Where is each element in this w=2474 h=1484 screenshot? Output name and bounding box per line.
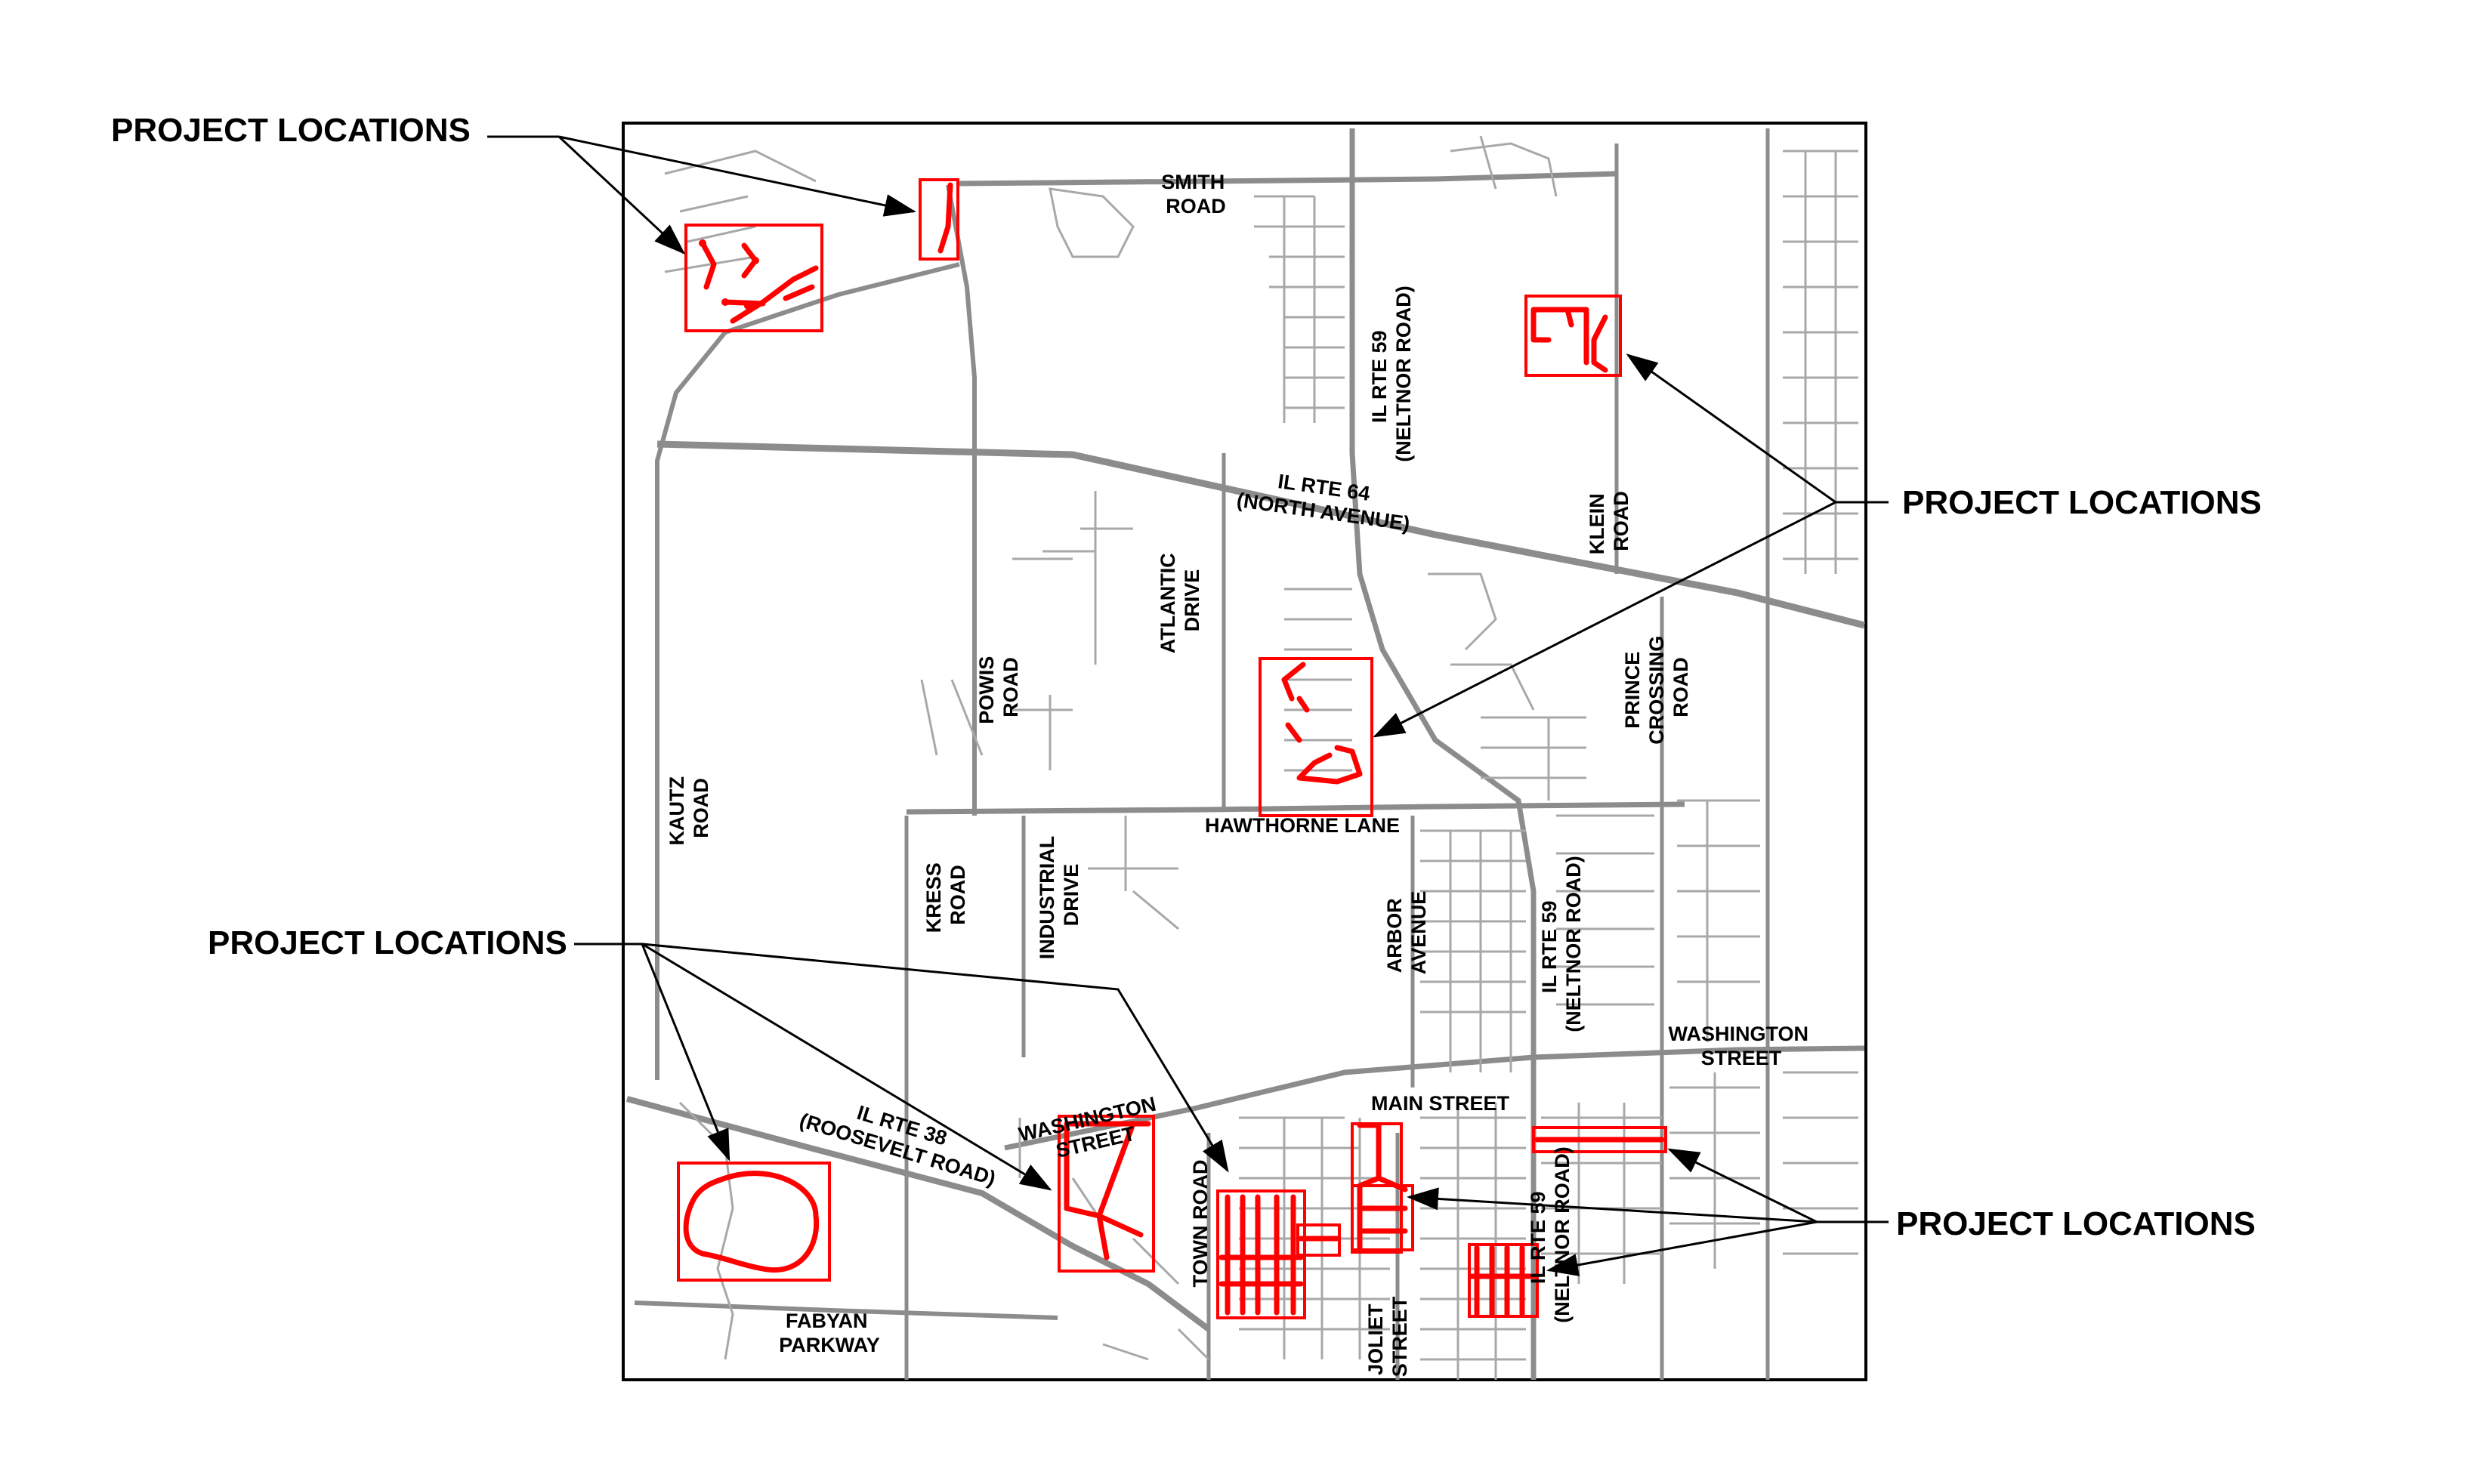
project-box-nw-subdivision (684, 224, 823, 332)
svg-text:PRINCE CROSSING: PRINCE CROSSING ROAD (1621, 630, 1692, 745)
project-box-atlantic-drive (1259, 657, 1373, 817)
street-label-industrial-drive: INDUSTRIAL DRIVE (1036, 831, 1083, 960)
svg-text:ARBOR AVENUE: ARBOR AVENUE (1383, 891, 1430, 975)
street-label-arbor-avenue: ARBOR AVENUE (1383, 891, 1430, 975)
street-label-powis-road: POWIS ROAD (975, 650, 1022, 724)
callout-label-nw: PROJECT LOCATIONS (111, 112, 471, 149)
street-label-klein-road: KLEIN ROAD (1586, 488, 1632, 555)
project-box-fabyan-loop (677, 1162, 831, 1282)
street-label-il-rte-59-mid: IL RTE 59 (NELTNOR ROAD) (1538, 856, 1585, 1032)
road-smith (959, 171, 1617, 187)
street-label-joliet-street: JOLIET STREET (1364, 1296, 1411, 1377)
street-label-hawthorne-lane: HAWTHORNE LANE (1205, 814, 1400, 837)
street-label-fabyan-parkway: FABYAN PARKWAY (779, 1310, 880, 1356)
svg-text:IL RTE 59 (NELTNOR ROA: IL RTE 59 (NELTNOR ROAD) (1538, 856, 1585, 1032)
street-label-town-road: TOWN ROAD (1189, 1160, 1212, 1288)
svg-text:ATLANTIC DRIVE: ATLANTIC DRIVE (1157, 548, 1203, 654)
road-network (625, 128, 1866, 1380)
svg-text:INDUSTRIAL DRIVE: INDUSTRIAL DRIVE (1036, 831, 1083, 960)
svg-text:TOWN ROAD: TOWN ROAD (1189, 1160, 1212, 1288)
callout-label-ne: PROJECT LOCATIONS (1902, 484, 2262, 521)
callout-labels: PROJECT LOCATIONS PROJECT LOCATIONS PROJ… (111, 112, 2262, 1242)
minor-streets (664, 135, 1858, 1380)
project-box-joliet-street (1468, 1243, 1539, 1318)
svg-text:JOLIET STREET: JOLIET STREET (1364, 1296, 1411, 1377)
road-kautz (655, 262, 960, 1080)
road-main-street (1004, 1045, 1865, 1151)
project-box-smith-road (919, 178, 959, 261)
project-box-small-block (1296, 1223, 1341, 1257)
project-locations (677, 178, 1667, 1319)
street-label-il-rte-59-north: IL RTE 59 (NELTNOR ROAD) (1368, 285, 1415, 461)
svg-text:POWIS ROAD: POWIS ROAD (975, 650, 1022, 724)
street-label-washington-street-east: WASHINGTON STREET (1668, 1023, 1814, 1069)
svg-text:IL RTE 59 (NELTNOR ROA: IL RTE 59 (NELTNOR ROAD) (1368, 285, 1415, 461)
callout-label-se: PROJECT LOCATIONS (1896, 1205, 2256, 1242)
project-box-klein-road (1524, 295, 1622, 377)
svg-text:KRESS ROAD: KRESS ROAD (922, 857, 969, 933)
street-label-prince-crossing-road: PRINCE CROSSING ROAD (1621, 630, 1692, 745)
street-labels: SMITH ROAD IL RTE 59 (NELTNOR ROAD) IL R… (666, 171, 1814, 1377)
street-label-kress-road: KRESS ROAD (922, 857, 969, 933)
project-box-washington-east (1532, 1126, 1667, 1153)
street-label-il-rte-59-south: IL RTE 59 (NELTNOR ROAD) (1527, 1146, 1574, 1322)
road-fabyan (634, 1300, 1058, 1320)
road-il-rte-59 (1349, 128, 1537, 1380)
street-label-main-street: MAIN STREET (1371, 1092, 1510, 1115)
road-hawthorne (906, 801, 1685, 815)
callout-label-sw: PROJECT LOCATIONS (208, 924, 567, 961)
svg-text:KAUTZ ROAD: KAUTZ ROAD (666, 771, 712, 846)
street-label-kautz-road: KAUTZ ROAD (666, 771, 712, 846)
street-label-smith-road: SMITH ROAD (1161, 171, 1231, 218)
svg-text:KLEIN ROAD: KLEIN ROAD (1586, 488, 1632, 555)
svg-text:IL RTE 59 (NELTNOR ROA: IL RTE 59 (NELTNOR ROAD) (1527, 1146, 1574, 1322)
project-box-washington-street (1058, 1115, 1155, 1273)
street-label-atlantic-drive: ATLANTIC DRIVE (1157, 548, 1203, 654)
road-il-rte-38 (625, 1096, 1211, 1332)
leader-lines (487, 135, 1889, 1276)
